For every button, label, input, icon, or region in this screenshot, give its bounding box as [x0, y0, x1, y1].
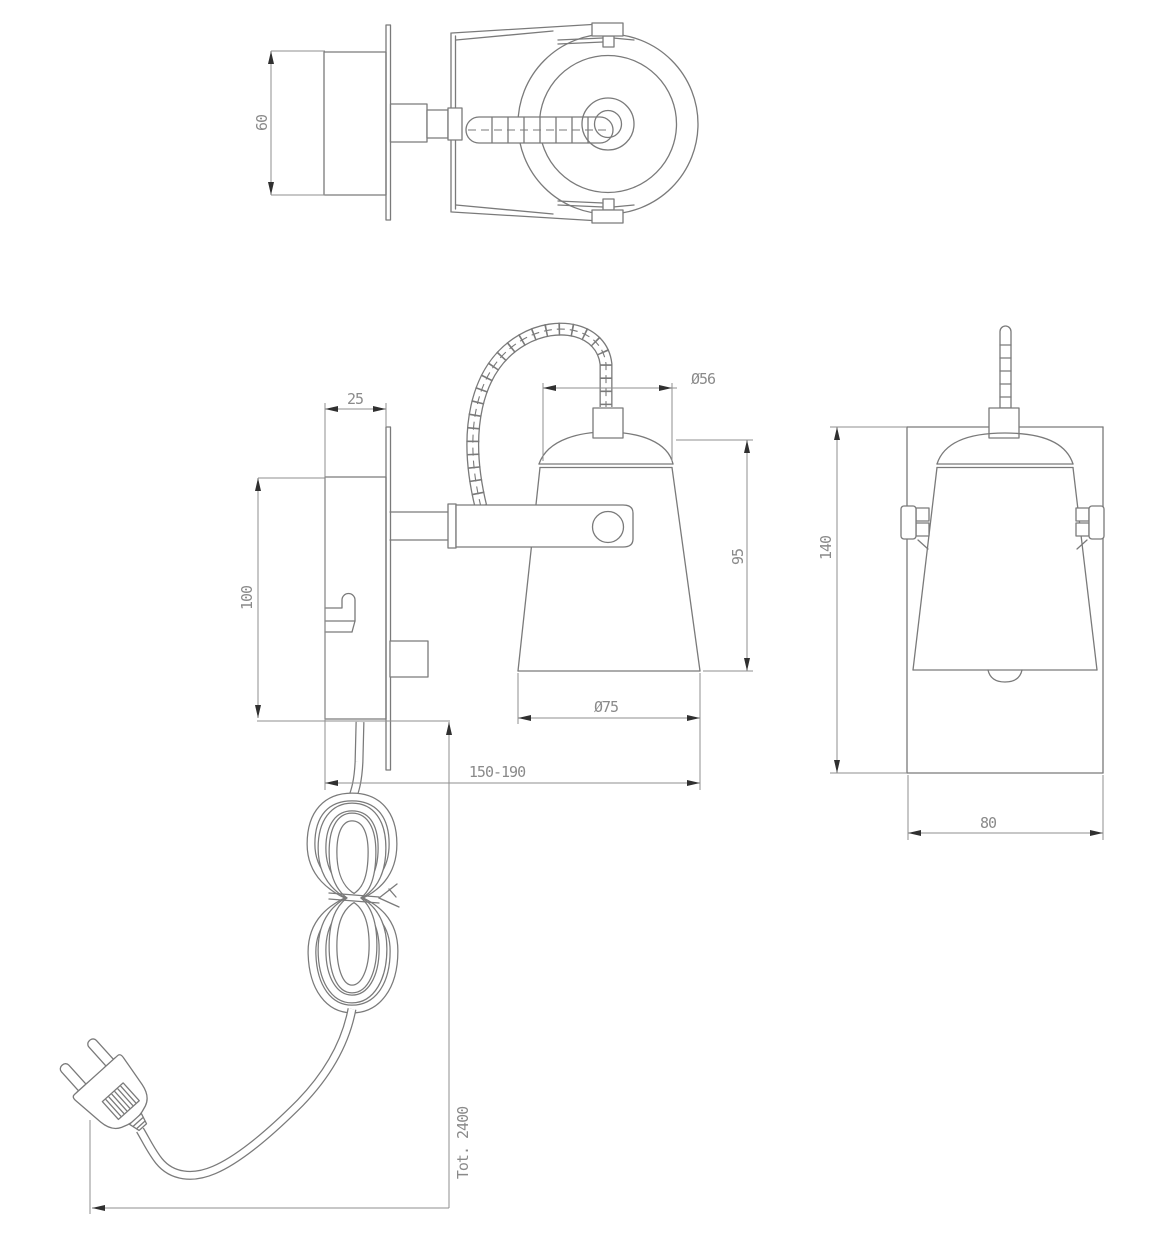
dim-label-d75: Ø75 [594, 698, 618, 716]
side-view-mount-box [324, 476, 387, 720]
top-view-arm-mid [426, 109, 449, 139]
front-view-side-knob-left [900, 505, 930, 550]
top-view-clamp-knob-top [557, 22, 635, 48]
side-view-wall-plate [385, 426, 392, 771]
power-cord [59, 721, 400, 1180]
front-view-side-knob-right [1075, 505, 1105, 550]
front-view-bulb [987, 669, 1023, 683]
side-view-keyhole-hook [324, 592, 356, 633]
side-view-shade [517, 431, 701, 672]
side-view-socket-cap [592, 407, 624, 439]
dim-label-25: 25 [347, 390, 363, 408]
dim-tot-2400: Tot. 2400 [89, 722, 472, 1214]
dim-label-100: 100 [238, 585, 256, 610]
dim-d75: Ø75 [517, 673, 701, 790]
cord-tie [328, 883, 400, 908]
top-view-socket-outer-circle [581, 97, 635, 151]
dim-d56: Ø56 [542, 370, 717, 461]
top-view-clamp-knob-bottom [557, 198, 635, 224]
top-view-wall-plate [385, 24, 392, 221]
front-view-shade [912, 432, 1098, 683]
dim-label-tot-2400: Tot. 2400 [454, 1106, 472, 1179]
front-view-outline-box [906, 426, 1104, 774]
dim-150-190: 150-190 [325, 763, 700, 786]
top-view-arm-block [447, 107, 463, 141]
top-view-arm-flange [389, 103, 428, 143]
side-view [324, 322, 701, 771]
dim-95: 95 [676, 439, 753, 672]
side-view-switch-box [389, 640, 429, 678]
dim-60: 60 [253, 50, 325, 196]
dim-140: 140 [817, 426, 907, 774]
plug-grip-ribs [101, 1082, 140, 1121]
dimensions: 60 25 100 Ø56 [89, 50, 1104, 1214]
side-view-arm-knob [591, 510, 625, 544]
cord-exit [136, 1008, 357, 1180]
cord-coil [306, 792, 399, 1014]
dim-label-60: 60 [253, 114, 271, 131]
dim-label-95: 95 [729, 549, 747, 565]
top-view-shade-silhouette [450, 23, 601, 222]
plug-strain-relief [128, 1112, 148, 1132]
dim-25: 25 [324, 390, 387, 790]
top-view-gooseneck-tube [465, 116, 614, 144]
dim-label-d56: Ø56 [691, 370, 716, 388]
dim-label-140: 140 [817, 535, 835, 560]
front-view-gooseneck-stub [999, 325, 1012, 409]
top-view-mount-box [323, 51, 387, 196]
dim-label-80: 80 [980, 814, 997, 832]
top-view-socket-inner-circle [593, 109, 623, 139]
side-view-gooseneck [466, 322, 613, 509]
top-view [323, 22, 699, 224]
power-plug [59, 1038, 148, 1132]
dim-label-150-190: 150-190 [469, 763, 526, 781]
dim-100: 100 [238, 477, 450, 722]
dim-80: 80 [907, 775, 1104, 840]
side-view-arm [389, 503, 634, 549]
plug-body [72, 1054, 148, 1130]
front-view [900, 325, 1105, 774]
cord-entry [347, 721, 365, 801]
